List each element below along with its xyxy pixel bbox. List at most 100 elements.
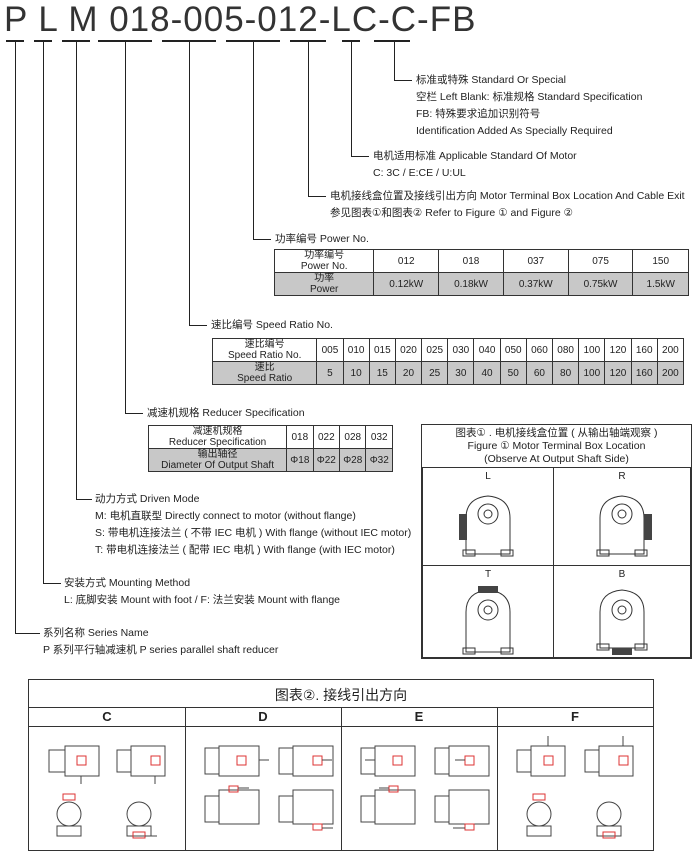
motor-front-icon xyxy=(596,801,622,839)
code-underline-lc xyxy=(290,40,326,42)
standard-labels: 电机适用标准 Applicable Standard Of Motor C: 3… xyxy=(373,150,577,179)
leader-c xyxy=(351,41,352,157)
motor-side-icon xyxy=(116,745,166,784)
figure2-cable-exit: 图表②. 接线引出方向 C D E F xyxy=(28,679,654,851)
power-cell: 037 xyxy=(502,249,569,273)
reducer-cell: 022 xyxy=(312,425,341,449)
ratio-cell: 15 xyxy=(368,361,396,385)
power-cell: 012 xyxy=(373,249,440,273)
ratio-cell: 20 xyxy=(394,361,423,385)
ratio-cell: 50 xyxy=(499,361,527,385)
terminal-labels: 电机接线盒位置及接线引出方向 Motor Terminal Box Locati… xyxy=(330,190,685,219)
column-c-header: C xyxy=(102,709,112,724)
ratio-cell: 5 xyxy=(316,361,344,385)
cable-exit-diagrams xyxy=(48,736,634,839)
column-e-header: E xyxy=(414,709,424,724)
figure2-title: 图表②. 接线引出方向 xyxy=(274,687,408,703)
figure1-title: 图表① . 电机接线盒位置 ( 从输出轴端观察 ) Figure ① Motor… xyxy=(455,427,658,465)
ratio-cell: 050 xyxy=(499,338,527,362)
reducer-cell: 032 xyxy=(365,425,393,449)
motor-side-icon xyxy=(278,789,334,831)
code-underline-m xyxy=(62,40,90,42)
reducer-label: 减速机规格 Reducer Specification xyxy=(147,407,305,419)
figure1-cell-r: R xyxy=(553,467,691,566)
reducer-cell: 028 xyxy=(339,425,367,449)
ratio-cell: 200 xyxy=(656,338,685,362)
driven-labels: 动力方式 Driven Mode M: 电机直联型 Directly conne… xyxy=(95,493,412,556)
ratio-cell: 010 xyxy=(342,338,370,362)
reducer-cell: Φ22 xyxy=(312,448,341,472)
motor-side-icon xyxy=(434,745,490,777)
figure1-cell-t: T xyxy=(422,565,554,658)
ratio-cell: 080 xyxy=(552,338,580,362)
power-cell: 018 xyxy=(438,249,504,273)
leader-power xyxy=(253,41,254,239)
model-code: P L M 018-005-012-LC-C-FB xyxy=(4,0,477,39)
ratio-cell: 160 xyxy=(630,338,658,362)
motor-side-icon xyxy=(360,785,416,825)
ratio-cell: 40 xyxy=(473,361,501,385)
special-labels: 标准或特殊 Standard Or Special 空栏 Left Blank:… xyxy=(416,74,643,137)
ratio-cell: 80 xyxy=(552,361,580,385)
figure1-cell-l: L xyxy=(422,467,554,566)
power-cell: 0.37kW xyxy=(502,272,569,296)
power-cell: 0.12kW xyxy=(373,272,440,296)
motor-front-icon xyxy=(56,793,82,837)
ratio-cell: 020 xyxy=(394,338,423,362)
figure1-cell-b: B xyxy=(553,565,691,658)
code-underline-p xyxy=(6,40,24,42)
code-underline-l xyxy=(34,40,52,42)
motor-side-icon xyxy=(48,745,100,784)
mounting-labels: 安装方式 Mounting Method L: 底脚安装 Mount with … xyxy=(64,577,341,606)
ratio-cell: 25 xyxy=(421,361,449,385)
motor-side-icon xyxy=(516,736,566,777)
column-f-header: F xyxy=(571,709,579,724)
power-cell: 1.5kW xyxy=(632,272,689,296)
ratio-cell: 100 xyxy=(578,361,606,385)
ratio-cell: 015 xyxy=(368,338,396,362)
cell-label: L xyxy=(485,471,491,482)
cell-label: T xyxy=(484,569,492,580)
code-underline-reducer xyxy=(98,40,152,42)
cell-label: B xyxy=(618,569,626,580)
reducer-cell: Φ18 xyxy=(286,448,314,472)
code-underline-power xyxy=(226,40,280,42)
power-cell: 150 xyxy=(632,249,689,273)
motor-side-icon xyxy=(434,789,490,831)
ratio-cell: 160 xyxy=(630,361,658,385)
ratio-cell: 060 xyxy=(525,338,554,362)
figure1-terminal-box: 图表① . 电机接线盒位置 ( 从输出轴端观察 ) Figure ① Motor… xyxy=(421,424,692,659)
ratio-cell: 200 xyxy=(656,361,685,385)
power-label: 功率编号 Power No. xyxy=(275,233,369,245)
ratio-cell: 120 xyxy=(604,338,632,362)
power-cell: 075 xyxy=(567,249,634,273)
motor-front-icon xyxy=(126,801,157,839)
leader-driven xyxy=(76,41,77,500)
ratio-cell: 120 xyxy=(604,361,632,385)
ratio-cell: 030 xyxy=(447,338,475,362)
ratio-cell: 60 xyxy=(525,361,554,385)
motor-side-icon xyxy=(584,736,634,777)
code-underline-fb xyxy=(374,40,410,42)
motor-side-icon xyxy=(204,745,269,777)
motor-front-icon xyxy=(596,495,652,557)
ratio-cell: 10 xyxy=(342,361,370,385)
series-labels: 系列名称 Series Name P 系列平行轴减速机 P series par… xyxy=(43,627,279,656)
reducer-cell: Φ28 xyxy=(339,448,367,472)
ratio-cell: 040 xyxy=(473,338,501,362)
power-cell: 0.75kW xyxy=(567,272,634,296)
leader-series xyxy=(15,41,16,634)
motor-side-icon xyxy=(360,745,416,777)
ratio-cell: 30 xyxy=(447,361,475,385)
leader-reducer xyxy=(125,41,126,414)
ratio-cell: 005 xyxy=(316,338,344,362)
reducer-cell: 018 xyxy=(286,425,314,449)
